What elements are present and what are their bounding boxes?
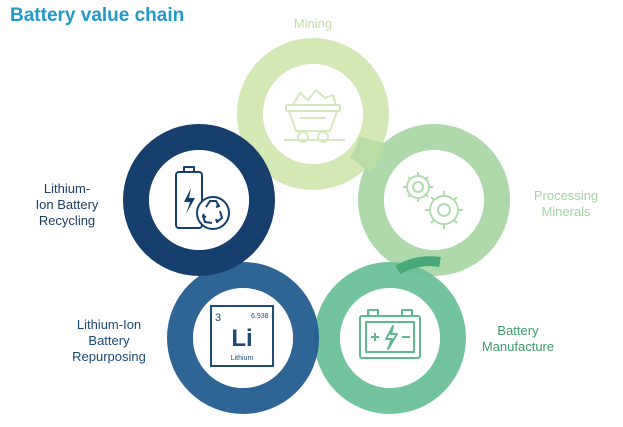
element-symbol: Li: [231, 325, 252, 352]
element-mass: 6.938: [251, 313, 269, 320]
element-atomic-number: 3: [215, 312, 221, 324]
lithium-element-icon: 3 6.938 Li Lithium: [210, 305, 274, 367]
ring-repurposing: [167, 262, 319, 414]
stage-label-recycling: Lithium- Ion Battery Recycling: [35, 181, 99, 228]
ring-recycling: [123, 124, 275, 276]
stage-label-mining: Mining: [293, 16, 333, 31]
stage-label-manufacture: Battery Manufacture: [481, 323, 555, 354]
car-battery-icon: [359, 309, 421, 359]
element-name: Lithium: [231, 355, 254, 362]
battery-recycle-icon: [175, 166, 230, 230]
gears-icon: [403, 172, 463, 229]
overlap-mining-processing: [349, 136, 385, 174]
stage-label-repurposing: Lithium-Ion Battery Repurposing: [72, 317, 146, 364]
mine-cart-icon: [284, 89, 345, 143]
overlap-processing-manufacture: [395, 256, 441, 275]
stage-label-processing: Processing Minerals: [533, 188, 599, 219]
diagram-title: Battery value chain: [10, 5, 185, 26]
